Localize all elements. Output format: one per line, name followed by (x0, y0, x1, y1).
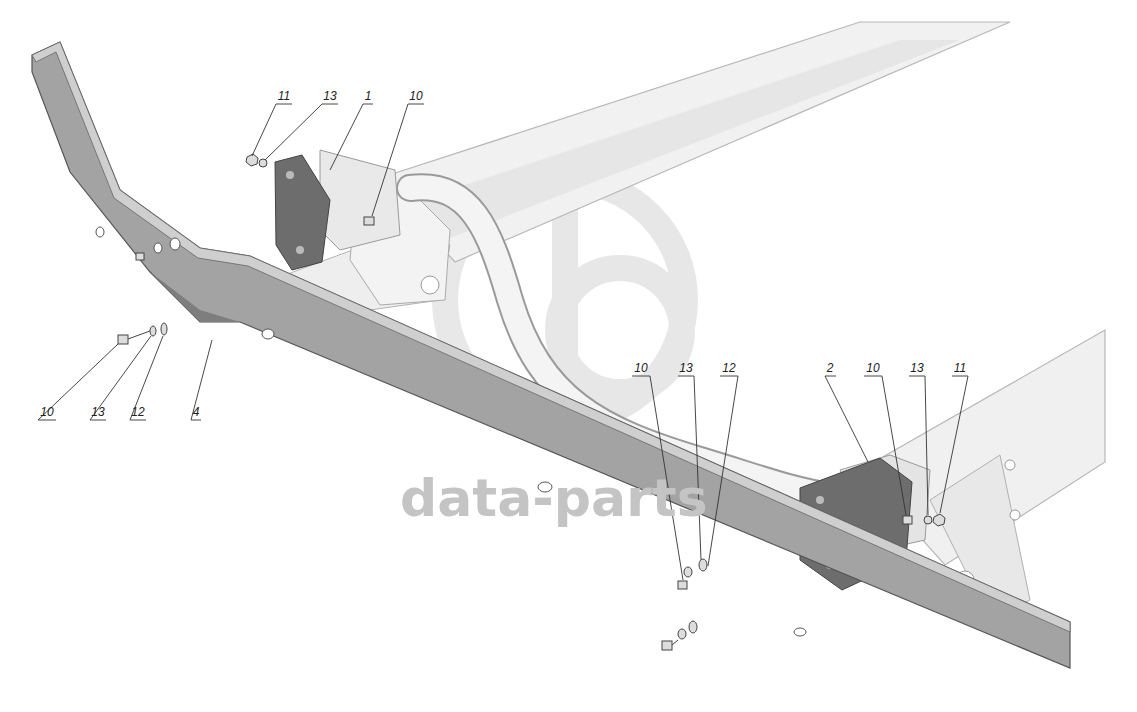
callout-number: 10 (40, 405, 53, 419)
callout-number: 1 (365, 89, 372, 103)
callout-number: 13 (679, 361, 692, 375)
callout-number: 11 (278, 89, 290, 103)
watermark: data-parts (400, 468, 708, 528)
callout-number: 10 (866, 361, 879, 375)
callout-number: 13 (323, 89, 336, 103)
callout-number: 12 (131, 405, 144, 419)
callout-number: 10 (634, 361, 647, 375)
callout-number: 4 (193, 405, 200, 419)
callout-number: 11 (954, 361, 966, 375)
callout-number: 10 (409, 89, 422, 103)
callout-number: 12 (722, 361, 735, 375)
callout-number: 2 (827, 361, 834, 375)
callout-number: 13 (910, 361, 923, 375)
callout-number: 13 (91, 405, 104, 419)
